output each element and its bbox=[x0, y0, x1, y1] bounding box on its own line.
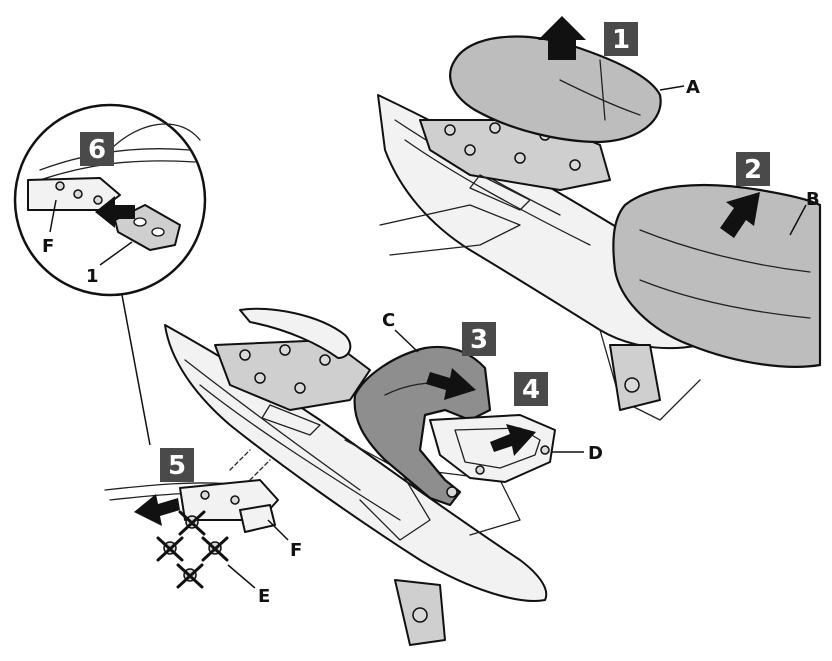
cross-mark-icon bbox=[201, 536, 229, 562]
label-f-main: F bbox=[290, 540, 302, 561]
label-f-inset: F bbox=[42, 236, 54, 257]
arrow-right-icon bbox=[490, 424, 536, 456]
label-d: D bbox=[588, 443, 603, 464]
step-6-number: 6 bbox=[88, 135, 106, 165]
step-3-number: 3 bbox=[470, 325, 488, 355]
label-b: B bbox=[806, 189, 820, 210]
step-6: 6 bbox=[80, 132, 114, 166]
label-1-inset: 1 bbox=[86, 266, 99, 287]
label-a: A bbox=[686, 77, 700, 98]
step-2: 2 bbox=[736, 152, 770, 186]
label-e: E bbox=[258, 586, 270, 607]
arrow-right-icon bbox=[426, 368, 476, 400]
step-4: 4 bbox=[514, 372, 548, 406]
step-5-area bbox=[104, 449, 279, 589]
step-5: 5 bbox=[160, 448, 194, 482]
label-c: C bbox=[382, 310, 395, 331]
step-3: 3 bbox=[462, 322, 496, 356]
step-4-number: 4 bbox=[522, 375, 540, 405]
top-bike-rear bbox=[377, 35, 822, 421]
arrow-up-icon bbox=[538, 16, 586, 60]
cross-mark-icon bbox=[156, 536, 184, 562]
step-2-number: 2 bbox=[744, 155, 762, 185]
arrow-up-icon bbox=[720, 192, 760, 238]
arrow-left-icon bbox=[95, 196, 135, 228]
cross-mark-icon bbox=[178, 510, 206, 536]
arrow-left-icon bbox=[134, 494, 180, 526]
seat-b bbox=[612, 183, 822, 368]
step-5-number: 5 bbox=[168, 451, 186, 481]
part-d bbox=[429, 414, 556, 483]
inset-detail bbox=[13, 103, 207, 446]
step-1: 1 bbox=[604, 22, 638, 56]
cross-mark-icon bbox=[176, 563, 204, 589]
step-1-number: 1 bbox=[612, 25, 630, 55]
bottom-bike-rear bbox=[164, 307, 548, 646]
